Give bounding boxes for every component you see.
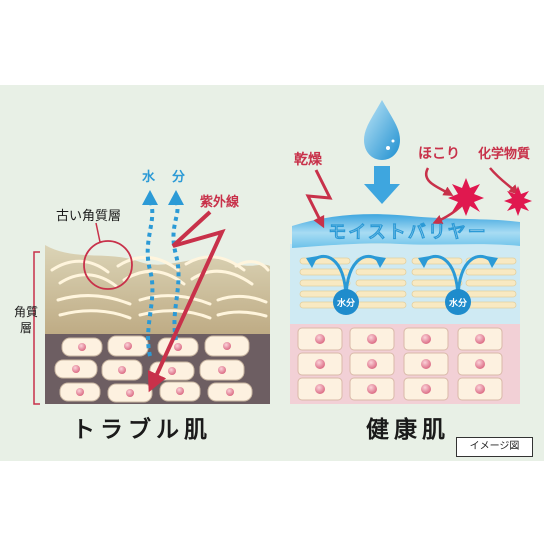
trouble-skin-title: トラブル肌 [72,417,212,443]
stratum-label-line2: 層 [20,321,32,335]
dust-burst-icon [448,178,484,216]
moist-barrier-band [292,214,520,248]
trouble-cells [54,335,253,403]
old-stratum-pointer [95,222,101,243]
evaporation-arrows [142,190,184,357]
moisture-badge-1 [333,289,359,315]
water-label: 水 [142,169,156,185]
dryness-arrow [305,169,333,229]
dust-arrow [424,167,454,197]
healthy-cells [297,327,503,401]
flaking-scales [50,255,270,320]
moisture-in-arrow [364,166,400,204]
chemicals-burst-icon [504,186,532,216]
image-diagram-badge: イメージ図 [456,437,533,457]
stratum-label-line1: 角質 [14,304,38,319]
uv-label: 紫外線 [200,194,240,210]
circulation-arrowheads [306,256,498,268]
chemicals-arrow [489,167,519,195]
drop-highlight-small [391,139,395,143]
old-stratum-label: 古い角質層 [56,209,121,224]
chemicals-label: 化学物質 [478,146,530,162]
moisture-badge-2 [445,289,471,315]
barrier-label: モイストバリヤー [328,222,487,243]
dryness-label: 乾燥 [294,151,323,168]
dust-label: ほこり [418,146,460,162]
trouble-skin-section [33,190,270,405]
moisture-label-1: 水分 [337,297,355,309]
fraction-label: 分 [172,169,185,185]
healthy-skin-title: 健康肌 [366,417,450,443]
stratum-bracket [33,251,40,405]
old-stratum-circle [83,240,133,290]
healthy-skin-section: モイストバリヤー 水分 水分 乾燥 ほこり 化学物質 [290,100,532,404]
water-drop-icon [364,100,400,160]
moisture-label-2: 水分 [449,297,467,309]
healthy-stratum-lines [299,257,517,309]
drop-highlight [386,146,390,150]
uv-arrow [147,210,226,393]
